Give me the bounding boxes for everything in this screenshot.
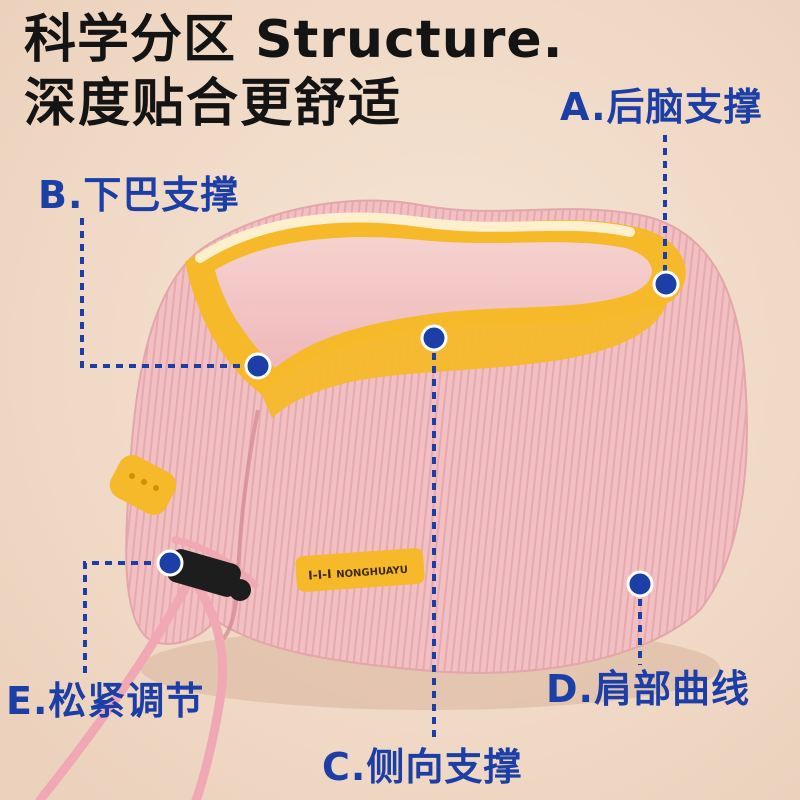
callout-line-b bbox=[80, 218, 256, 368]
callout-dot-d bbox=[626, 570, 654, 598]
rim-highlight bbox=[195, 212, 635, 263]
brand-tag-text: NONGHUAYU bbox=[336, 565, 408, 581]
arm-split bbox=[220, 409, 260, 642]
callout-label-c: C.侧向支撑 bbox=[322, 745, 523, 789]
callout-label-b: B.下巴支撑 bbox=[38, 173, 240, 217]
front-lip bbox=[262, 300, 668, 418]
callout-label-d: D.肩部曲线 bbox=[546, 667, 750, 711]
brand-tag-mark: I-I-I bbox=[308, 567, 332, 583]
pillow-inner-cavity bbox=[215, 237, 652, 368]
callout-line-e bbox=[83, 561, 168, 673]
callout-label-e: E.松紧调节 bbox=[6, 679, 205, 723]
callout-lines bbox=[80, 135, 667, 742]
callout-dot-c bbox=[420, 324, 448, 352]
callout-dot-e bbox=[156, 549, 184, 577]
headline: 科学分区 Structure. 深度贴合更舒适 bbox=[24, 14, 563, 130]
headline-line-1: 科学分区 Structure. bbox=[24, 10, 564, 70]
callout-label-a: A.后脑支撑 bbox=[560, 85, 763, 129]
left-tab bbox=[109, 455, 177, 515]
callout-dot-b bbox=[244, 352, 272, 380]
callout-dots bbox=[156, 270, 680, 598]
callout-dot-a bbox=[652, 270, 680, 298]
brand-tag bbox=[295, 548, 425, 592]
headline-line-2: 深度贴合更舒适 bbox=[24, 74, 403, 134]
